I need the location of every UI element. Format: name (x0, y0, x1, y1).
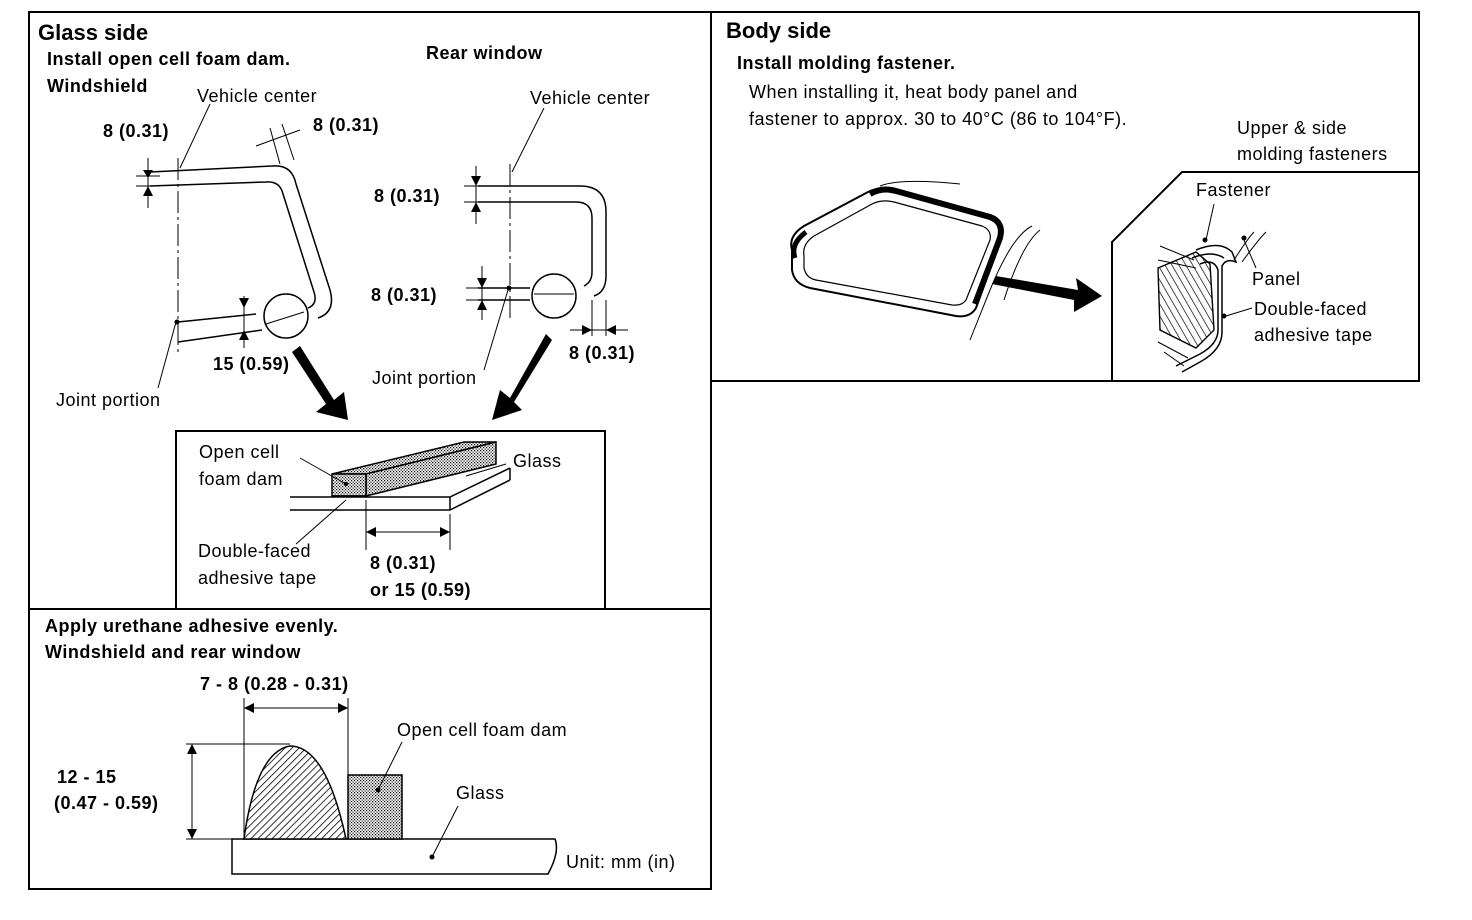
windshield-dim-top-right: 8 (0.31) (313, 115, 379, 135)
foam-dam-detail (290, 441, 511, 550)
glass-side-title: Glass side (38, 20, 148, 45)
detail-foam-dam-line2: foam dam (199, 469, 283, 489)
urethane-width-dim: 7 - 8 (0.28 - 0.31) (200, 674, 349, 694)
windshield-vehicle-center: Vehicle center (197, 86, 317, 106)
fastener-group-line2: molding fasteners (1237, 144, 1388, 164)
body-tape-line1: Double-faced (1254, 299, 1367, 319)
body-side-instruction: Install molding fastener. (737, 53, 956, 73)
urethane-subtitle: Windshield and rear window (45, 642, 301, 662)
rear-dim-bottom-right: 8 (0.31) (569, 343, 635, 363)
body-side-frame (710, 11, 1420, 382)
panel-label: Panel (1252, 269, 1301, 289)
body-side-title: Body side (726, 18, 831, 43)
detail-tape-line2: adhesive tape (198, 568, 317, 588)
detail-inset-frame (175, 430, 606, 609)
urethane-frame (28, 608, 712, 890)
fastener-label: Fastener (1196, 180, 1271, 200)
urethane-bead-drawing (186, 698, 558, 875)
detail-dim-line2: or 15 (0.59) (370, 580, 471, 600)
rear-joint-portion: Joint portion (372, 368, 477, 388)
windshield-joint-portion: Joint portion (56, 390, 161, 410)
fastener-section-drawing (1157, 203, 1267, 373)
detail-foam-dam-line1: Open cell (199, 442, 280, 462)
panel-frames (28, 11, 1420, 890)
detail-tape-line1: Double-faced (198, 541, 311, 561)
urethane-instruction: Apply urethane adhesive evenly. (45, 616, 338, 636)
detail-glass-label: Glass (513, 451, 562, 471)
urethane-glass-label: Glass (456, 783, 505, 803)
urethane-height-line2: (0.47 - 0.59) (54, 793, 159, 813)
body-tape-line2: adhesive tape (1254, 325, 1373, 345)
rear-vehicle-center: Vehicle center (530, 88, 650, 108)
body-side-note-line1: When installing it, heat body panel and (749, 82, 1078, 102)
glass-side-instruction: Install open cell foam dam. (47, 49, 291, 69)
windshield-molding-drawing (790, 180, 1102, 341)
windshield-label: Windshield (47, 76, 148, 96)
unit-note: Unit: mm (in) (566, 852, 676, 872)
windshield-drawing (136, 103, 348, 420)
body-side-note-line2: fastener to approx. 30 to 40°C (86 to 10… (749, 109, 1127, 129)
rear-dim-middle: 8 (0.31) (371, 285, 437, 305)
detail-dim-line1: 8 (0.31) (370, 553, 436, 573)
windshield-dim-bottom: 15 (0.59) (213, 354, 290, 374)
windshield-dim-top-left: 8 (0.31) (103, 121, 169, 141)
fastener-group-line1: Upper & side (1237, 118, 1347, 138)
rear-window-label: Rear window (426, 43, 543, 63)
rear-dim-top: 8 (0.31) (374, 186, 440, 206)
urethane-foam-dam-label: Open cell foam dam (397, 720, 567, 740)
urethane-height-line1: 12 - 15 (57, 767, 117, 787)
rear-window-drawing (464, 107, 628, 420)
fastener-inset-frame (1111, 171, 1419, 381)
